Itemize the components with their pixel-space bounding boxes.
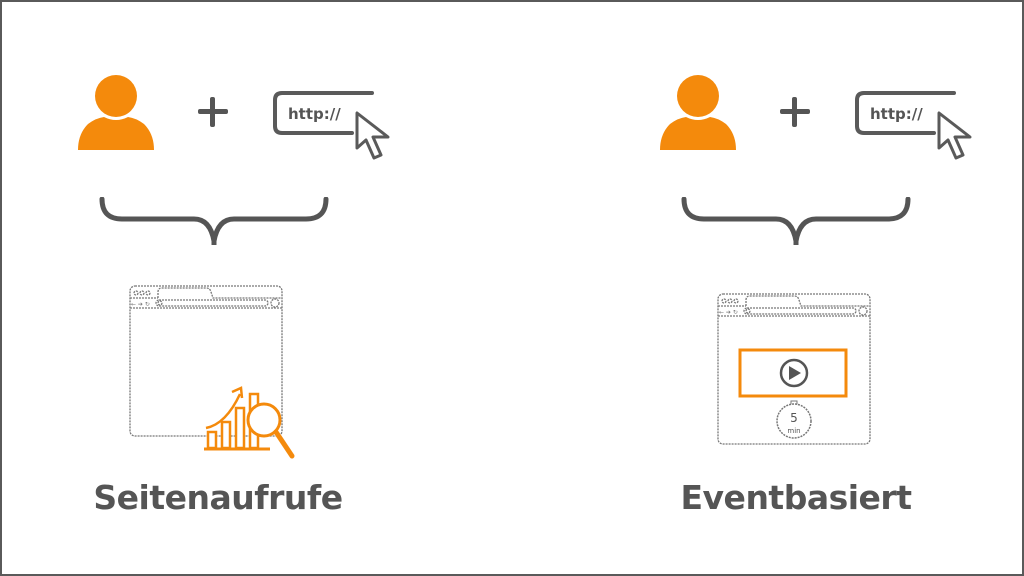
- svg-text:← ➔ ↻: ← ➔ ↻: [131, 301, 150, 308]
- timer-value: 5: [790, 411, 798, 425]
- url-text: http://: [870, 105, 923, 123]
- panel-title: Eventbasiert: [680, 478, 912, 517]
- plus-operator: +: [780, 97, 810, 127]
- analytics-magnifier-icon: [204, 386, 295, 459]
- curly-brace-icon: [681, 197, 911, 245]
- browser-window-icon: ← ➔ ↻ 5 min: [717, 293, 871, 445]
- plus-operator: +: [198, 97, 228, 127]
- url-text: http://: [288, 105, 341, 123]
- stopwatch-icon: 5 min: [776, 400, 812, 439]
- user-icon: [78, 75, 154, 150]
- play-video-icon: [738, 348, 848, 398]
- panel-title: Seitenaufrufe: [93, 478, 343, 517]
- url-field-icon: http://: [855, 91, 956, 135]
- url-field-icon: http://: [273, 91, 374, 135]
- curly-brace-icon: [99, 197, 329, 245]
- user-icon: [660, 75, 736, 150]
- svg-text:← ➔ ↻: ← ➔ ↻: [719, 309, 738, 316]
- timer-unit: min: [787, 427, 800, 435]
- browser-window-icon: ← ➔ ↻: [129, 285, 283, 437]
- cursor-icon: [355, 111, 390, 160]
- cursor-icon: [937, 111, 972, 160]
